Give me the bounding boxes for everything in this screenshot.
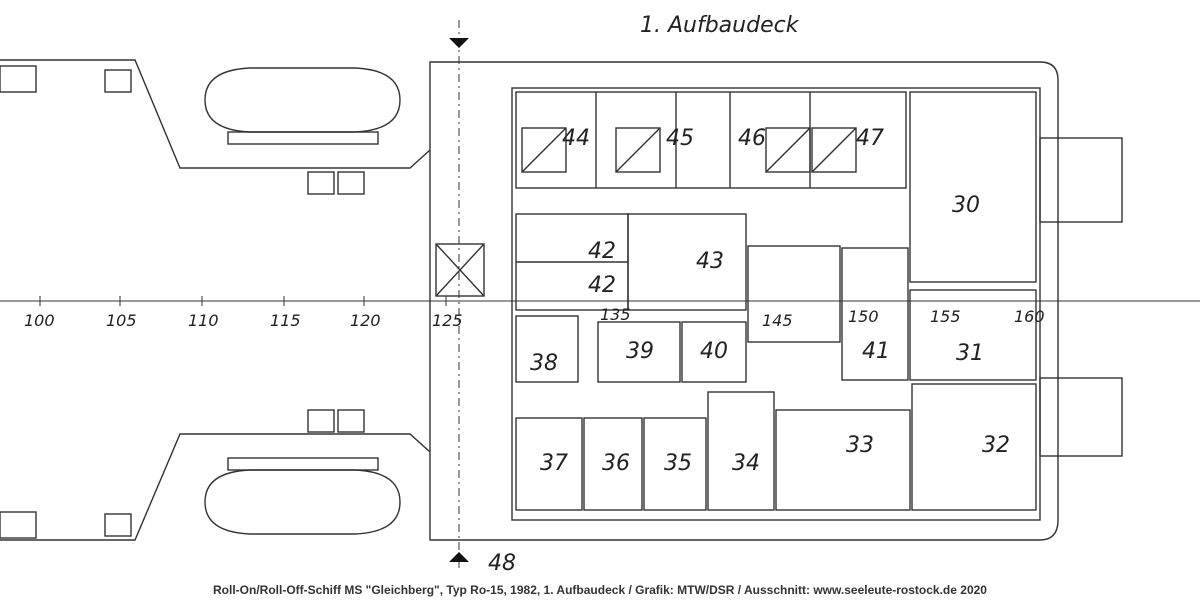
room-number: 42 (588, 273, 616, 298)
frame-number: 160 (1014, 307, 1045, 326)
deck-title: 1. Aufbaudeck (640, 13, 800, 38)
frame-number: 105 (106, 311, 137, 330)
room-number: 42 (588, 239, 616, 264)
deck-plan: 1. Aufbaudeck 48 100 105 110 115 120 125… (0, 13, 1200, 576)
frame-number: 145 (762, 311, 793, 330)
frame-number: 150 (848, 307, 879, 326)
room-number: 33 (846, 433, 874, 458)
room-number: 39 (626, 339, 654, 364)
room-number: 40 (700, 339, 728, 364)
room-number: 47 (856, 126, 884, 151)
room-number: 35 (664, 451, 692, 476)
room-number: 36 (602, 451, 630, 476)
room-number: 41 (862, 339, 890, 364)
room-number: 45 (666, 126, 694, 151)
section-marker: 48 (488, 551, 516, 576)
frame-number: 110 (188, 311, 219, 330)
room-number: 32 (982, 433, 1010, 458)
frame-number: 120 (350, 311, 381, 330)
frame-number: 100 (24, 311, 55, 330)
room-number: 38 (530, 351, 558, 376)
frame-number: 135 (600, 305, 631, 324)
room-number: 30 (952, 193, 980, 218)
room-number: 44 (562, 126, 590, 151)
frame-number: 155 (930, 307, 961, 326)
frame-number: 125 (432, 311, 463, 330)
image-caption: Roll-On/Roll-Off-Schiff MS "Gleichberg",… (213, 583, 987, 597)
room-number: 31 (956, 341, 984, 366)
room-number: 37 (540, 451, 568, 476)
room-number: 46 (738, 126, 766, 151)
frame-number: 115 (270, 311, 301, 330)
room-number: 43 (696, 249, 724, 274)
room-number: 34 (732, 451, 760, 476)
